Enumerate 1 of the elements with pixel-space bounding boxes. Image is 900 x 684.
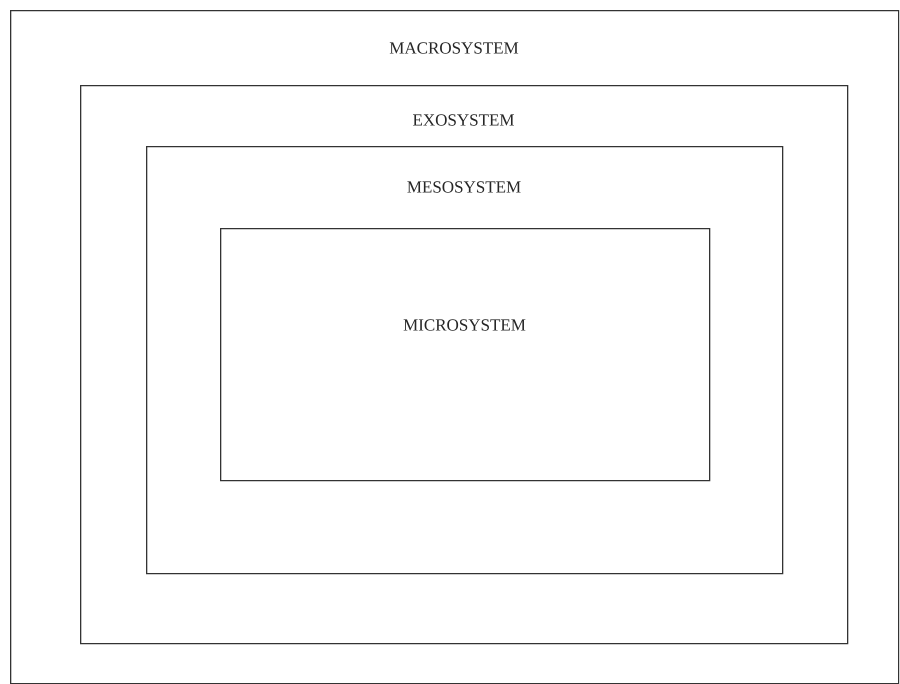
system-box: MICROSYSTEM bbox=[220, 228, 710, 482]
